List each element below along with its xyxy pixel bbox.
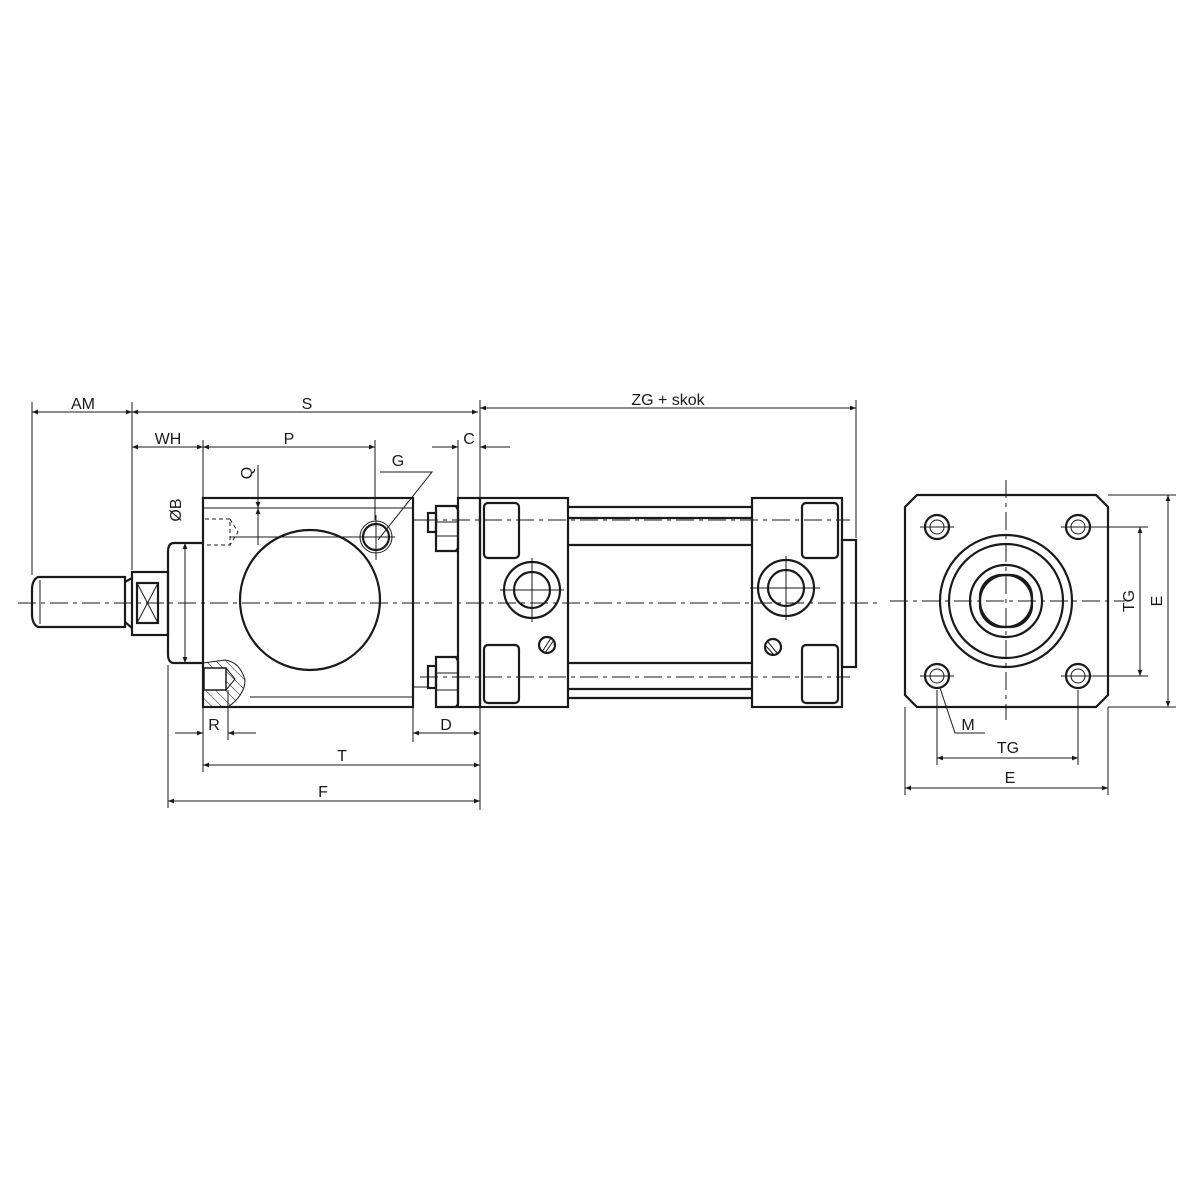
label-wh: WH	[155, 431, 182, 448]
label-am: AM	[71, 396, 95, 413]
label-e-vertical: E	[1149, 596, 1166, 607]
flange-block	[201, 496, 415, 709]
m-leader	[939, 687, 985, 734]
mount-holes	[920, 513, 1095, 690]
bore-circle	[238, 528, 382, 672]
label-r: R	[208, 717, 220, 734]
label-tg-vertical: TG	[1121, 590, 1138, 612]
label-c: C	[463, 431, 475, 448]
screw-icon	[537, 635, 557, 655]
tie-rods	[568, 505, 752, 700]
label-q: Q	[239, 467, 256, 479]
g-leader	[377, 471, 434, 541]
label-b-diameter: ØB	[168, 498, 185, 521]
screw-icon	[763, 637, 783, 657]
rod-collar	[166, 541, 203, 665]
label-d: D	[440, 717, 452, 734]
piston-rod	[30, 570, 170, 637]
wrench-flat	[135, 581, 160, 625]
label-zg-stroke: ZG + skok	[631, 392, 705, 409]
label-m: M	[961, 717, 974, 734]
label-tg-horizontal: TG	[997, 740, 1019, 757]
label-e-horizontal: E	[1005, 770, 1016, 787]
rear-head	[750, 496, 858, 709]
label-p: P	[284, 431, 295, 448]
extension-lines	[31, 400, 1176, 810]
tie-rod-nuts	[413, 504, 460, 709]
label-f: F	[318, 784, 328, 801]
dimension-lines	[32, 405, 1171, 804]
label-g: G	[392, 453, 404, 470]
label-t: T	[337, 748, 347, 765]
end-view	[890, 480, 1125, 720]
label-s: S	[302, 396, 313, 413]
